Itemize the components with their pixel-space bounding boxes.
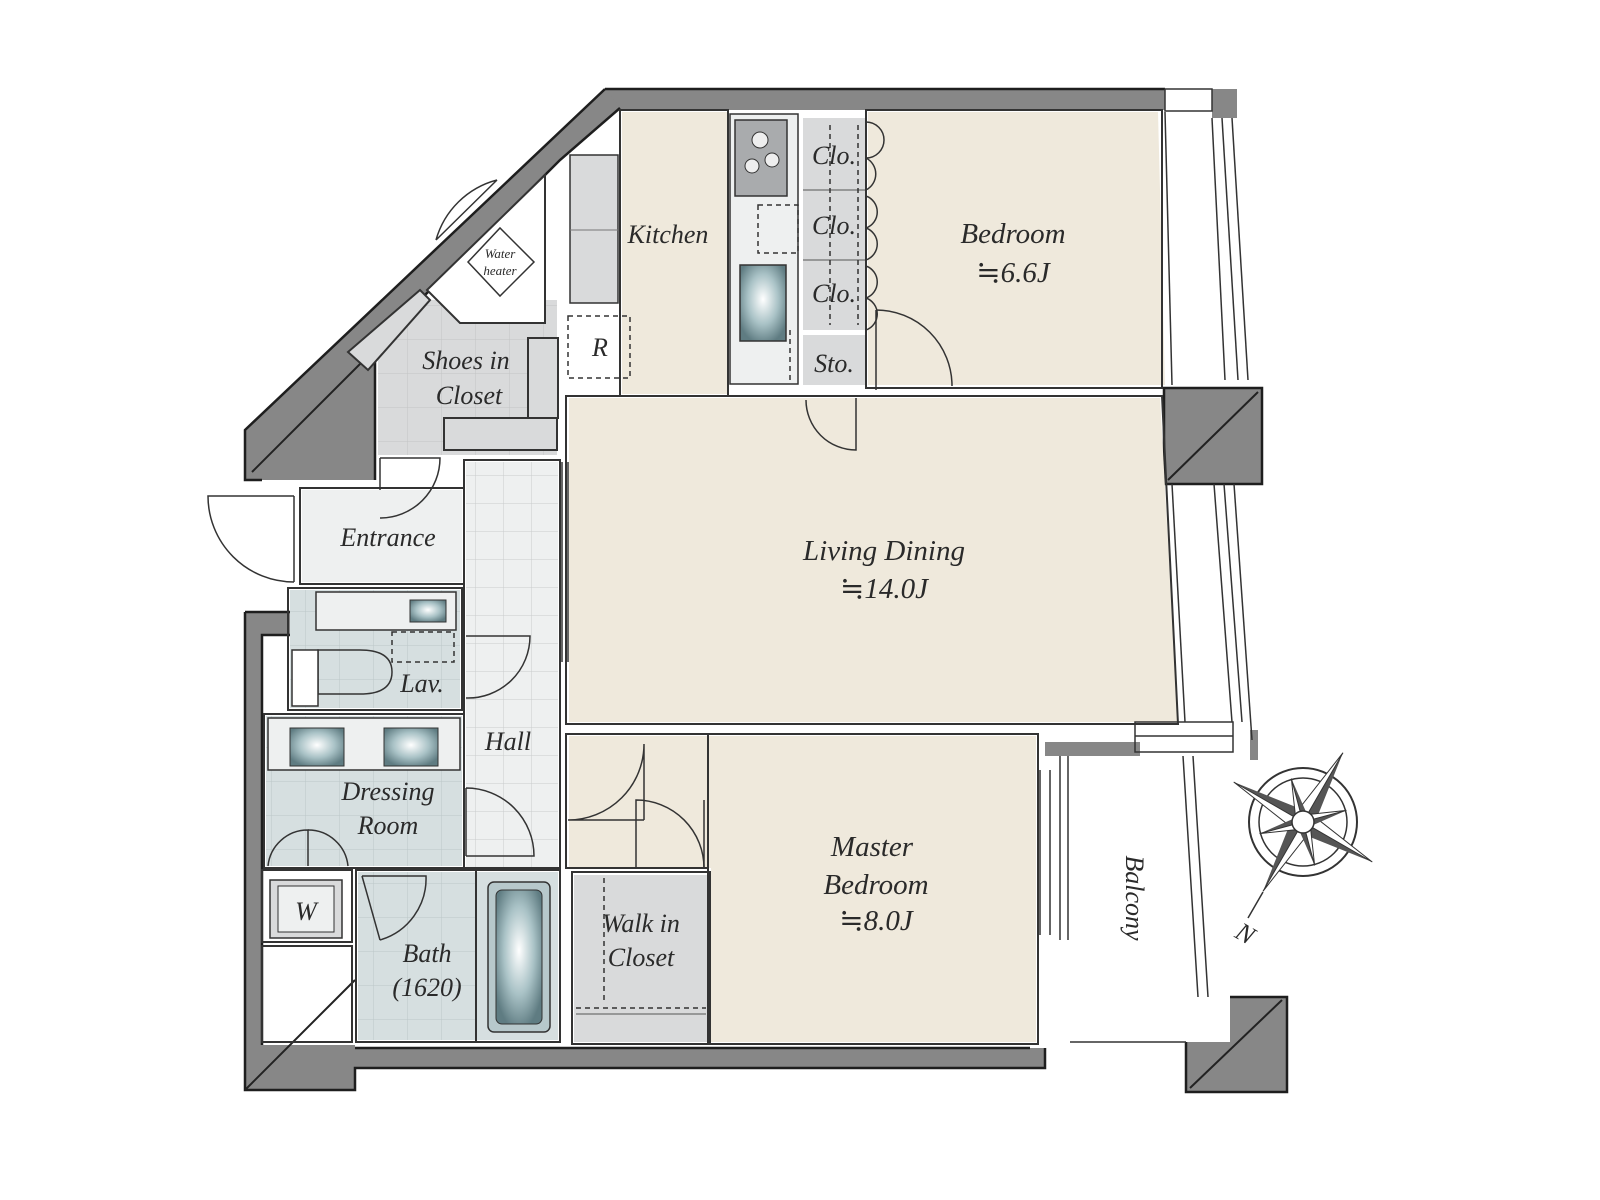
bedroom-floor <box>868 112 1165 385</box>
shoes-closet-floor <box>378 300 557 455</box>
entrance-floor <box>302 490 462 582</box>
closets: Clo. Clo. Clo. Sto. <box>803 121 885 378</box>
lavatory-fixtures <box>291 591 457 707</box>
bedroom-label: Bedroom <box>960 218 1065 250</box>
compass-rose: N <box>1230 752 1373 951</box>
kitchen-label: Kitchen <box>627 220 709 249</box>
walk-in-closet-label-1: Walk in <box>602 909 680 938</box>
lav-label: Lav. <box>399 669 444 698</box>
shoes-closet-label-1: Shoes in <box>422 346 509 375</box>
shoes-closet-label-2: Closet <box>436 381 503 410</box>
master-bedroom-area: ≒8.0J <box>839 905 914 937</box>
bathtub <box>487 881 551 1033</box>
refrigerator: R <box>567 315 631 379</box>
master-bedroom-floor <box>711 736 1036 1042</box>
master-bedroom-label-2: Bedroom <box>823 869 928 901</box>
kitchen-counter <box>569 113 799 385</box>
bedroom-area: ≒6.6J <box>976 257 1051 289</box>
living-dining-label: Living Dining <box>802 535 965 567</box>
kitchen-floor <box>622 112 727 394</box>
washer-label: W <box>295 897 319 926</box>
living-floor <box>569 398 1178 722</box>
water-heater-label-1: Water <box>485 246 517 261</box>
interior-walls <box>261 109 1180 1045</box>
closet-label-3: Clo. <box>812 279 856 308</box>
vanity-fixtures <box>267 717 461 867</box>
bath-label-1: Bath <box>402 939 451 968</box>
living-dining-area: ≒14.0J <box>840 573 929 605</box>
hall-label: Hall <box>484 727 531 756</box>
master-bedroom-label-1: Master <box>830 831 914 863</box>
closet-rails <box>576 878 706 1015</box>
storage-label: Sto. <box>814 349 854 378</box>
compass-north-label: N <box>1230 916 1262 951</box>
refrigerator-label: R <box>591 333 608 362</box>
room-labels: Kitchen Bedroom ≒6.6J Living Dining ≒14.… <box>339 218 1149 1002</box>
hall-floor <box>466 462 558 867</box>
bath-label-2: (1620) <box>392 973 461 1002</box>
water-heater: Water heater <box>466 226 536 298</box>
bath-floor <box>358 872 476 1040</box>
closet-label-2: Clo. <box>812 211 856 240</box>
dressing-room-label-1: Dressing <box>341 777 435 806</box>
dressing-room-label-2: Room <box>357 811 419 840</box>
entrance-label: Entrance <box>339 523 435 552</box>
walk-in-closet-label-2: Closet <box>608 943 675 972</box>
doors <box>207 179 953 941</box>
windows <box>561 88 1253 1043</box>
balcony-label: Balcony <box>1120 855 1149 941</box>
washer: W <box>269 879 343 939</box>
closet-label-1: Clo. <box>812 141 856 170</box>
water-heater-label-2: heater <box>483 263 517 278</box>
